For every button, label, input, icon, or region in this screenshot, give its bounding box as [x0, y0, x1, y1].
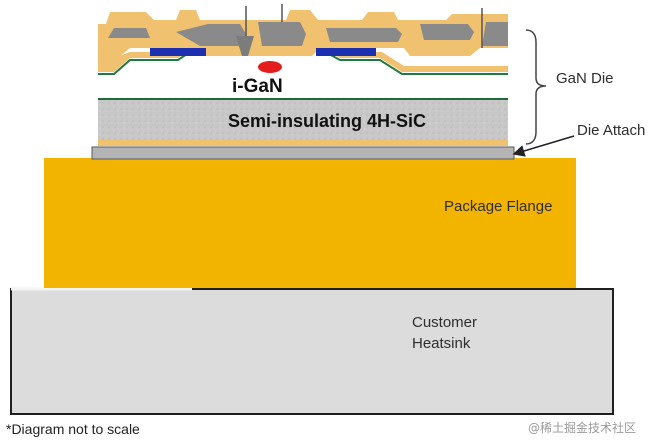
gan-die-label: GaN Die	[556, 70, 614, 87]
watermark-text: @稀土掘金技术社区	[528, 421, 637, 435]
die-attach-arrow	[512, 135, 575, 157]
die-attach-label: Die Attach	[577, 122, 646, 139]
substrate-label: Semi-insulating 4H-SiC	[228, 111, 427, 131]
scale-footnote: *Diagram not to scale	[6, 421, 140, 437]
i-gan-label: i-GaN	[232, 76, 283, 97]
customer-heatsink-label: Customer Heatsink	[412, 314, 478, 352]
customer-heatsink-layer	[10, 287, 614, 415]
die-attach-layer	[91, 146, 515, 160]
package-flange-layer	[44, 158, 576, 288]
package-flange-label: Package Flange	[444, 198, 553, 215]
gan-die-stack	[98, 4, 508, 146]
gan-die-brace	[525, 29, 547, 145]
